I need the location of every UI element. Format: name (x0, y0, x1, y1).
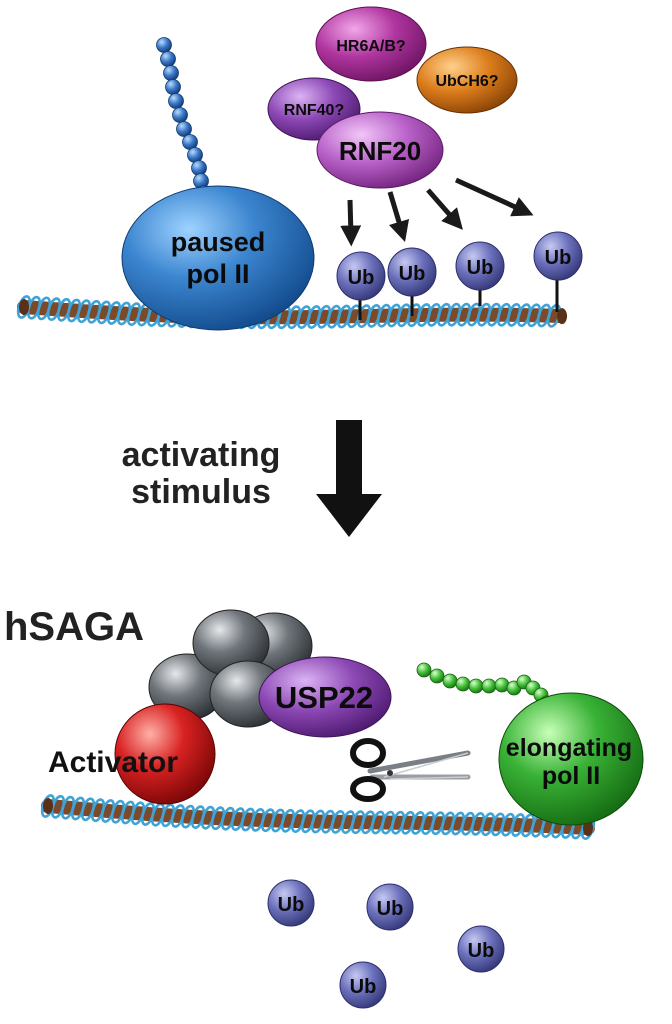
ctd-bead (191, 160, 207, 176)
arrow-icon (426, 188, 463, 230)
stimulus-label-line1: activating (122, 436, 281, 474)
activator-label: Activator (48, 746, 178, 779)
ctd-bead (416, 662, 432, 678)
hr6-enzyme: HR6A/B? (315, 6, 427, 82)
svg-text:HR6A/B?: HR6A/B? (336, 38, 405, 55)
released-ub: Ub (339, 961, 387, 1009)
ctd-bead (176, 121, 192, 137)
elongating-pol2-label-line2: pol II (542, 762, 600, 790)
ctd-bead (160, 51, 176, 67)
bottom-panel: hSAGA USP22 Activator (4, 605, 644, 1009)
ub-tag: Ub (336, 251, 386, 301)
svg-text:Ub: Ub (467, 257, 494, 279)
ctd-bead (455, 676, 471, 692)
ub-tag: Ub (533, 231, 583, 281)
svg-text:RNF40?: RNF40? (284, 102, 344, 119)
svg-text:Ub: Ub (348, 267, 375, 289)
arrow-icon (454, 177, 534, 217)
svg-text:UbCH6?: UbCH6? (435, 73, 498, 90)
stimulus-label-line2: stimulus (131, 473, 271, 511)
activator (114, 703, 216, 805)
paused-pol2: paused pol II (121, 185, 315, 331)
ctd-bead (165, 79, 181, 95)
ctd-bead (481, 678, 497, 694)
ctd-bead (468, 678, 484, 694)
transition: activating stimulus (122, 420, 382, 537)
ubiquitination-arrows (340, 177, 534, 247)
svg-text:RNF20: RNF20 (339, 136, 421, 166)
ctd-bead (429, 668, 445, 684)
scissors-icon (350, 738, 471, 802)
top-panel: paused pol II Ub Ub Ub Ub (16, 6, 583, 331)
ub-tag: Ub (455, 241, 505, 291)
ctd-bead (168, 93, 184, 109)
svg-text:Ub: Ub (350, 976, 377, 998)
released-ub: Ub (366, 883, 414, 931)
ctd-bead (156, 37, 172, 53)
released-ub: Ub (267, 879, 315, 927)
svg-text:Ub: Ub (278, 894, 305, 916)
svg-text:USP22: USP22 (275, 680, 373, 715)
usp22-enzyme: USP22 (258, 656, 392, 738)
down-arrow-icon (316, 420, 382, 537)
ctd-bead (163, 65, 179, 81)
dna-strand-bottom (40, 794, 596, 840)
ctd-bead (442, 673, 458, 689)
svg-text:Ub: Ub (545, 247, 572, 269)
rnf20-enzyme: RNF20 (316, 111, 444, 189)
ubch6-enzyme: UbCH6? (416, 46, 518, 114)
ctd-tail-paused (156, 37, 212, 201)
elongating-pol2-label-line1: elongating (506, 734, 632, 762)
released-ub: Ub (457, 925, 505, 973)
svg-text:Ub: Ub (399, 263, 426, 285)
svg-text:Ub: Ub (377, 898, 404, 920)
arrow-icon (387, 191, 410, 243)
ub-tag: Ub (387, 247, 437, 297)
elongating-pol2: elongating pol II (498, 692, 644, 826)
paused-pol2-label-line2: pol II (187, 259, 250, 289)
svg-text:Ub: Ub (468, 940, 495, 962)
paused-pol2-label-line1: paused (171, 227, 266, 257)
hsaga-label: hSAGA (4, 605, 144, 649)
ctd-bead (172, 107, 188, 123)
arrow-icon (340, 199, 362, 247)
